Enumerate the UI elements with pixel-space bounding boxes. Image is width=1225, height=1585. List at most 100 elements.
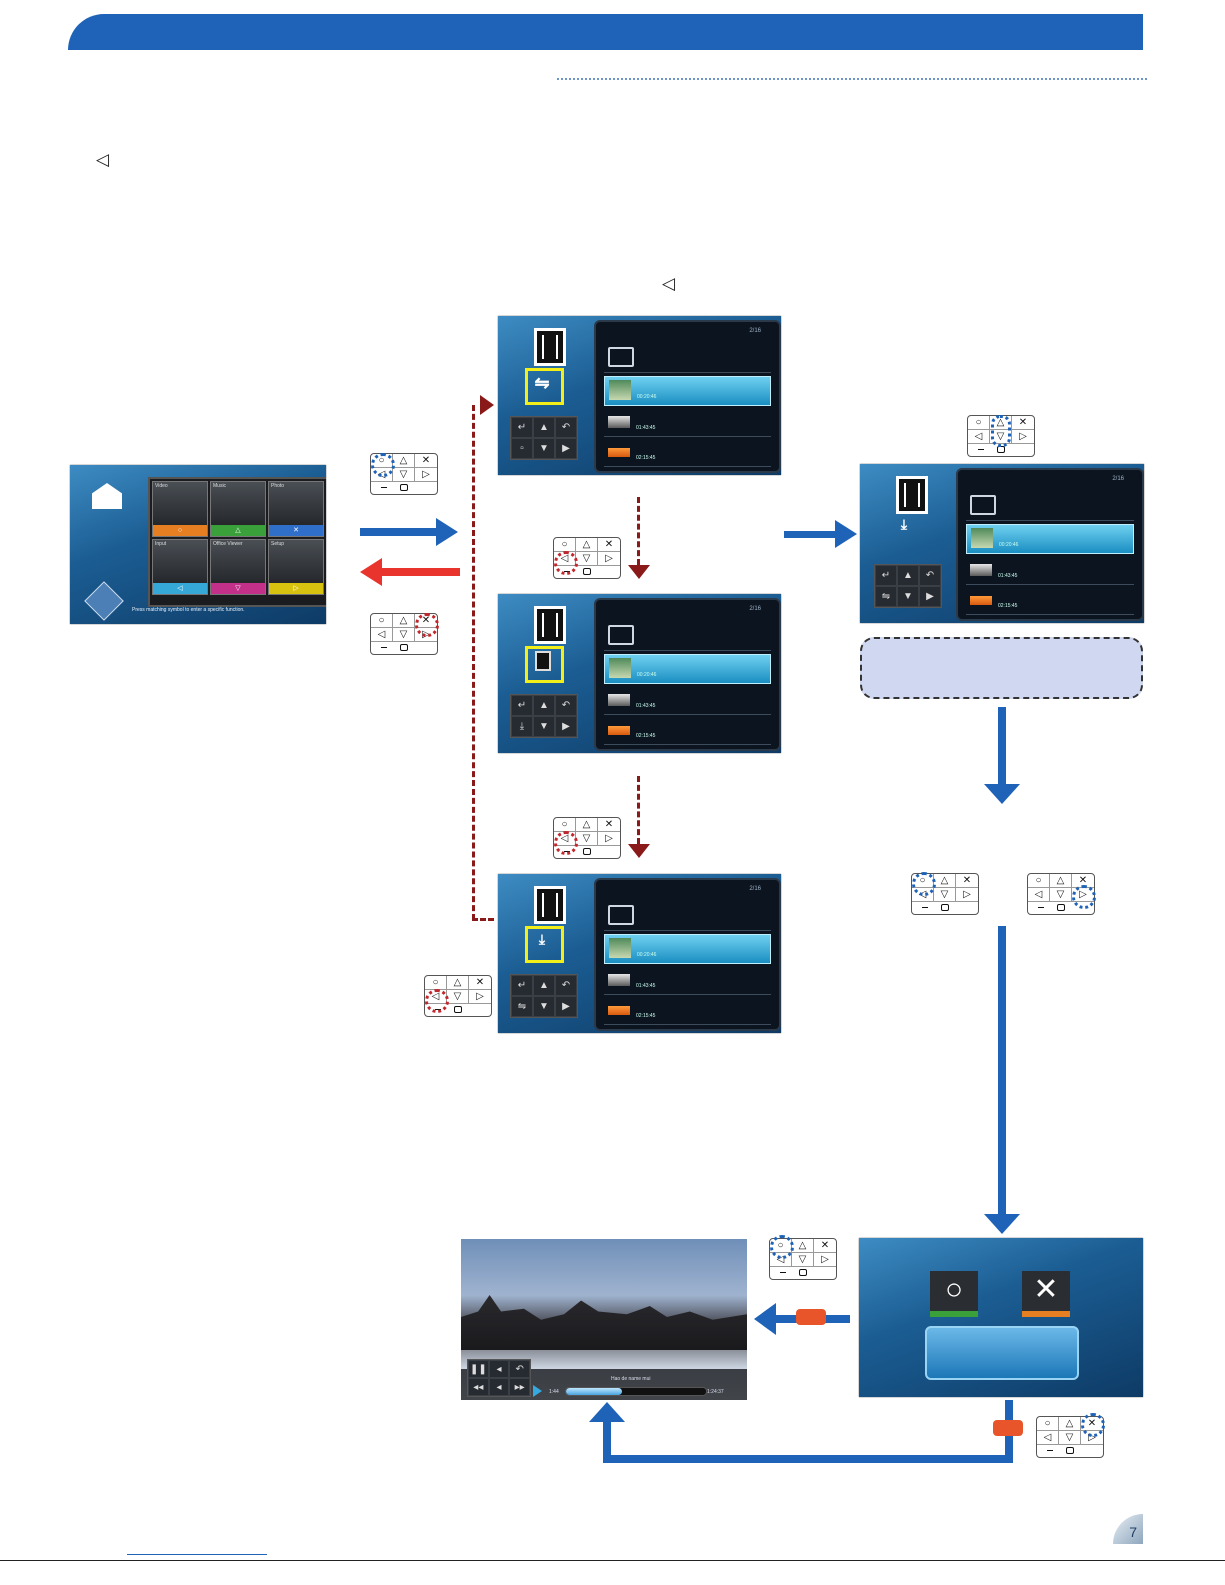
- file-list: 2/16 00:20:46 01:43:45 02:15:45: [594, 598, 781, 751]
- loop-arrow-head: [480, 395, 494, 415]
- list-item[interactable]: 01:43:45: [966, 556, 1134, 585]
- list-item[interactable]: 00:20:46: [604, 376, 771, 406]
- file-list: 2/16 00:20:46 01:43:45 02:15:45: [956, 468, 1144, 621]
- remote-pad: ○△✕◁▽▷: [967, 415, 1035, 457]
- video-player: ❚❚◂↶◂◂◂▸▸ Hao de name mui 1:44 1:24:37: [461, 1239, 747, 1400]
- highlight-cross-button: [415, 613, 439, 637]
- video-browser-selected: ⤓ ↵▲↶⇋▼▶ 2/16 00:20:46 01:43:45 02:15:45: [860, 464, 1144, 623]
- list-item[interactable]: [604, 622, 771, 651]
- video-browser-card: ↵▲↶⤓▼▶ 2/16 00:20:46 01:43:45 02:15:45: [498, 594, 781, 753]
- list-item[interactable]: 00:20:46: [604, 654, 771, 684]
- callout-box: [860, 637, 1143, 699]
- remote-pad: ○△✕◁▽▷: [1036, 1413, 1105, 1458]
- tile-video[interactable]: Video○: [152, 481, 208, 537]
- section-divider: [557, 78, 1147, 80]
- progress-track[interactable]: [565, 1387, 707, 1396]
- arrow-left-head: [754, 1303, 776, 1335]
- highlight-cross-button: [1081, 1413, 1105, 1437]
- remote-pad: ○△✕◁▽▷: [370, 613, 439, 655]
- player-controls[interactable]: ❚❚◂↶◂◂◂▸▸: [467, 1359, 531, 1397]
- video-title: Hao de name mui: [611, 1376, 651, 1382]
- dashed-arrow-head: [628, 565, 650, 579]
- highlight-up-down-buttons: [991, 415, 1011, 447]
- menu-grid: Video○ Music△ Photo✕ Input◁ Office Viewe…: [148, 477, 326, 607]
- step-marker: [796, 1309, 826, 1325]
- file-list: 2/16 00:20:46 01:43:45 02:15:45: [594, 320, 781, 473]
- arrow-left-head: [360, 558, 382, 586]
- list-item[interactable]: [966, 492, 1134, 521]
- control-pad[interactable]: ↵▲↶⤓▼▶: [510, 694, 578, 738]
- highlight-circle-button: [912, 872, 936, 896]
- remote-pad: ○△✕◁▽▷: [1027, 873, 1096, 915]
- dashed-arrow: [637, 776, 640, 844]
- arrow-path: [603, 1455, 1013, 1463]
- keypad-icon: [84, 581, 124, 621]
- arrow-down-head: [984, 1214, 1020, 1234]
- list-item[interactable]: 01:43:45: [604, 966, 771, 995]
- arrow-left: [382, 568, 460, 576]
- file-count: 2/16: [749, 328, 761, 334]
- home-screen: Video○ Music△ Photo✕ Input◁ Office Viewe…: [70, 465, 326, 624]
- left-triangle-icon: ◁: [662, 274, 676, 293]
- list-item[interactable]: 01:43:45: [604, 686, 771, 715]
- remote-pad: ○△✕◁▽▷: [911, 872, 979, 915]
- tile-music[interactable]: Music△: [210, 481, 266, 537]
- page-number: 7: [1129, 1524, 1137, 1540]
- castle-silhouette: [461, 1295, 747, 1350]
- home-icon: [92, 483, 122, 509]
- highlight-circle-button: [770, 1235, 794, 1259]
- tile-photo[interactable]: Photo✕: [268, 481, 324, 537]
- arrow-down: [998, 707, 1006, 785]
- list-item[interactable]: 02:15:45: [604, 716, 771, 745]
- highlight-left-button: [425, 989, 449, 1013]
- list-item[interactable]: 02:15:45: [604, 996, 771, 1025]
- internal-memory-icon: ⤓: [900, 516, 908, 532]
- list-item[interactable]: 02:15:45: [604, 438, 771, 467]
- list-item[interactable]: 00:20:46: [604, 934, 771, 964]
- header-banner: [68, 14, 1143, 50]
- control-pad[interactable]: ↵▲↶⇋▼▶: [874, 564, 942, 608]
- source-highlight: [525, 368, 564, 405]
- list-item[interactable]: 01:43:45: [604, 408, 771, 437]
- usb-icon: ⇋: [534, 373, 550, 393]
- arrow-down-head: [984, 784, 1020, 804]
- film-icon: [896, 476, 928, 514]
- file-list: 2/16 00:20:46 01:43:45 02:15:45: [594, 878, 781, 1031]
- list-item[interactable]: [604, 344, 771, 373]
- list-item[interactable]: [604, 902, 771, 931]
- highlight-circle-button: [371, 453, 395, 477]
- step-marker: [993, 1420, 1023, 1436]
- cancel-button[interactable]: ✕: [1022, 1271, 1070, 1317]
- video-browser-usb: ⇋ ↵▲↶▫▼▶ 2/16 00:20:46 01:43:45 02:15:45: [498, 316, 781, 475]
- highlight-left-button: [554, 831, 578, 855]
- control-pad[interactable]: ↵▲↶▫▼▶: [510, 416, 578, 460]
- tile-office-viewer[interactable]: Office Viewer▽: [210, 539, 266, 595]
- control-pad[interactable]: ↵▲↶⇋▼▶: [510, 974, 578, 1018]
- remote-pad: ○△✕◁▽▷: [553, 817, 621, 859]
- hint-text: Press matching symbol to enter a specifi…: [132, 607, 245, 613]
- source-highlight: [525, 926, 564, 963]
- tile-setup[interactable]: Setup▷: [268, 539, 324, 595]
- arrow-right: [784, 531, 836, 538]
- arrow-path: [603, 1420, 611, 1463]
- source-highlight: [525, 646, 564, 683]
- highlight-right-button: [1072, 885, 1096, 909]
- remote-pad: ○△✕◁▽▷: [370, 453, 438, 495]
- remote-pad: ○△✕◁▽▷: [553, 537, 621, 579]
- internal-memory-icon: ⤓: [538, 931, 546, 947]
- remote-pad: ○△✕◁▽▷: [769, 1235, 837, 1280]
- arrow-down: [998, 926, 1006, 1216]
- list-item[interactable]: 00:20:46: [966, 524, 1134, 554]
- time-total: 1:24:37: [707, 1389, 724, 1395]
- play-icon[interactable]: [533, 1385, 542, 1397]
- film-icon: [534, 328, 566, 366]
- arrow-up-head: [589, 1402, 625, 1422]
- page-number-badge: 7: [1113, 1514, 1143, 1544]
- arrow-right-head: [436, 518, 458, 546]
- tile-input[interactable]: Input◁: [152, 539, 208, 595]
- sd-card-icon: [535, 651, 551, 671]
- loop-dashed-line: [472, 405, 475, 920]
- list-item[interactable]: 02:15:45: [966, 586, 1134, 615]
- footer-line: [0, 1560, 1225, 1561]
- ok-button[interactable]: ○: [930, 1271, 978, 1317]
